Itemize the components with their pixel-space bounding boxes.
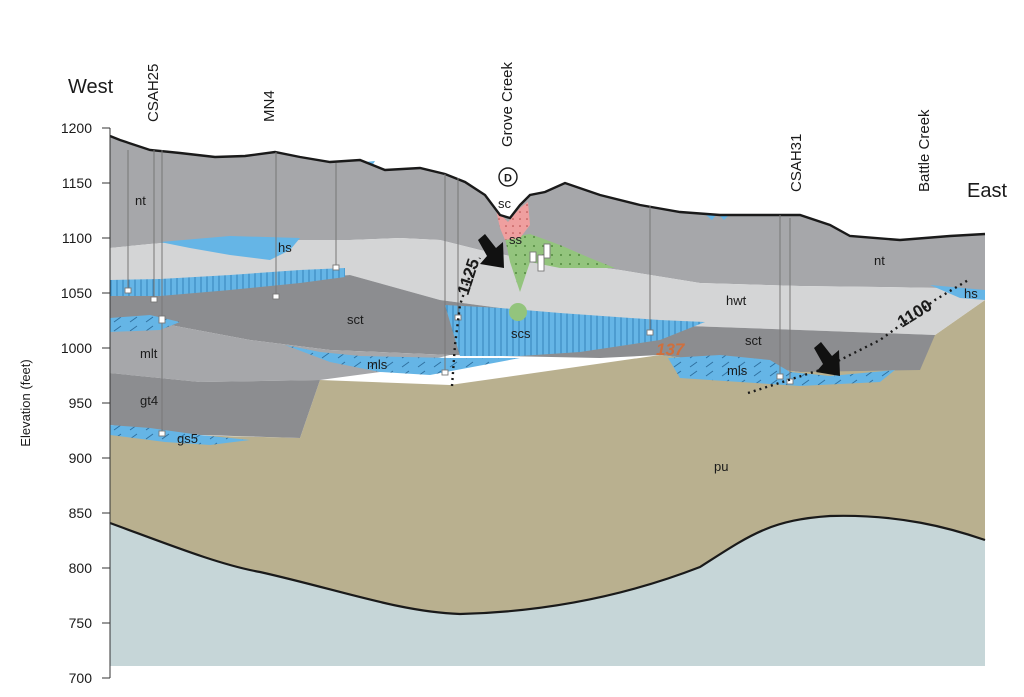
y-tick-label: 1050 (61, 285, 92, 301)
y-tick-label: 850 (69, 505, 93, 521)
flow-arrow-east (814, 342, 840, 376)
well-id-label: 137 (656, 340, 686, 359)
basement-layer (110, 515, 985, 666)
ground-surface-line (109, 134, 986, 242)
green-lens (509, 303, 527, 321)
wells (127, 150, 791, 435)
nt-upper-layer (110, 136, 985, 295)
unit-label: mlt (140, 346, 158, 361)
hs-aquifer-east (930, 285, 985, 300)
sc-sand-layer (496, 202, 530, 240)
unit-label: mls (727, 363, 748, 378)
east-label: East (967, 180, 1007, 202)
unit-label: hs (964, 286, 978, 301)
y-axis (102, 127, 111, 679)
mls-aquifer-west (285, 345, 520, 375)
unit-label: mls (367, 357, 388, 372)
unit-label: scs (511, 326, 531, 341)
ss-sand-layer (505, 234, 615, 292)
unit-label: sct (347, 312, 364, 327)
mls-aquifer-east (668, 355, 895, 386)
unit-label: nt (135, 193, 146, 208)
unit-label: hs (278, 240, 292, 255)
unit-label: hwt (726, 293, 747, 308)
y-tick-label: 700 (69, 670, 93, 686)
y-axis-title: Elevation (feet) (18, 359, 33, 446)
unit-label: pu (714, 459, 728, 474)
unit-label: sc (498, 196, 512, 211)
west-label: West (68, 76, 114, 98)
unit-labels: nt hs sct mlt gt4 gs5 sc ss scs mls hwt … (135, 193, 978, 474)
y-tick-labels: 1200 1150 1100 1050 1000 950 900 850 800… (61, 120, 92, 686)
unit-label: sct (745, 333, 762, 348)
feature-label-csah25: CSAH25 (145, 64, 162, 122)
y-tick-label: 750 (69, 615, 93, 631)
y-tick-label: 1000 (61, 340, 92, 356)
feature-label-csah31: CSAH31 (788, 134, 805, 192)
gs5-aquifer (110, 425, 250, 445)
unit-label: ss (509, 232, 523, 247)
y-tick-label: 800 (69, 560, 93, 576)
y-tick-label: 1100 (62, 230, 92, 246)
feature-label-grove-creek: Grove Creek (499, 61, 516, 147)
feature-label-battle-creek: Battle Creek (916, 109, 933, 192)
feature-label-mn4: MN4 (261, 90, 278, 122)
flow-arrow-west (478, 234, 504, 268)
blue-band-upper (110, 268, 345, 296)
hs-aquifer-west (160, 236, 300, 260)
unit-label: nt (874, 253, 885, 268)
unit-label: gt4 (140, 393, 158, 408)
y-tick-label: 1200 (61, 120, 92, 136)
y-tick-label: 950 (69, 395, 93, 411)
location-marker-circle (498, 167, 518, 187)
hwt-layer (110, 238, 985, 335)
y-tick-label: 1150 (62, 175, 92, 191)
y-tick-label: 900 (69, 450, 93, 466)
scs-aquifer (445, 305, 705, 356)
unit-label: gs5 (177, 431, 198, 446)
basement-contact-line (109, 514, 986, 616)
location-marker-letter: D (504, 173, 512, 185)
